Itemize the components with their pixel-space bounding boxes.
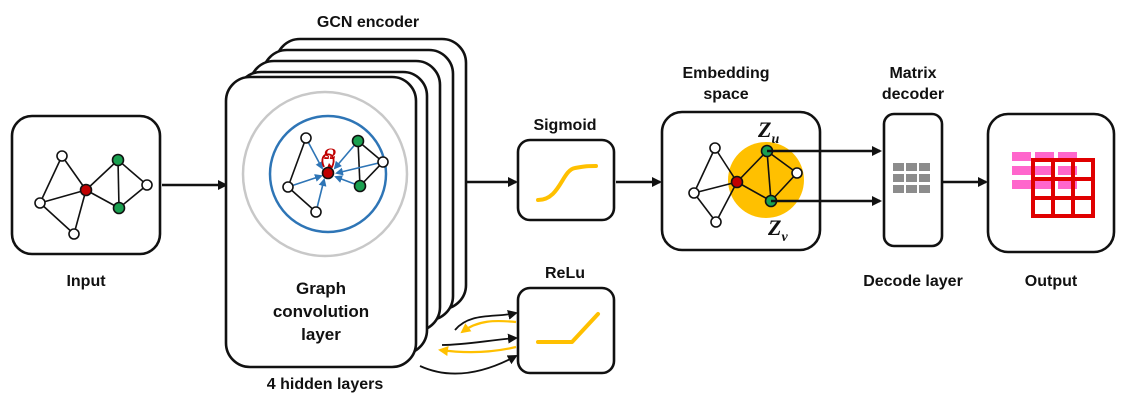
relu-feedback-arrows [419, 309, 518, 375]
matrix-label-2: decoder [882, 86, 944, 103]
hidden-layers-label: 4 hidden layers [267, 376, 384, 393]
decoder-grid-icon [893, 163, 930, 193]
center-node [321, 166, 335, 180]
graph-conv-label-2: convolution [273, 302, 369, 321]
relu-curve-icon [536, 312, 600, 344]
zu-label: Zu [757, 117, 779, 147]
gcn-encoder-stack: Ω Graph convolution layer [224, 37, 468, 369]
decode-layer-label: Decode layer [863, 273, 963, 290]
convolution-circle [268, 114, 388, 234]
embedding-space-box [660, 110, 822, 252]
relu-box [516, 286, 616, 375]
input-graph [34, 150, 153, 240]
sigmoid-label: Sigmoid [533, 117, 596, 134]
output-label: Output [1025, 273, 1078, 290]
input-label: Input [66, 273, 106, 290]
outer-receptive-ring [241, 90, 409, 258]
matrix-label-1: Matrix [889, 65, 936, 82]
neighbor-node [353, 179, 367, 193]
center-node [79, 183, 93, 197]
neighbor-node [112, 201, 126, 215]
sigmoid-curve-icon [536, 164, 598, 202]
conv-graph [282, 132, 389, 218]
embedding-label-2: space [703, 86, 748, 103]
center-node [730, 175, 744, 189]
embedding-blob [728, 142, 804, 218]
graph-conv-label-3: layer [301, 325, 341, 344]
gcn-encoder-label: GCN encoder [317, 14, 419, 31]
omega-label: Ω [324, 146, 336, 163]
neighbor-node [351, 134, 365, 148]
zv-label: Zv [767, 215, 788, 245]
input-box [10, 114, 162, 256]
graph-conv-label-1: Graph [296, 279, 346, 298]
sigmoid-box [516, 138, 616, 222]
relu-label: ReLu [545, 265, 585, 282]
embedding-label-1: Embedding [682, 65, 769, 82]
self-loop-icon [321, 153, 335, 168]
neighbor-node [111, 153, 125, 167]
output-matrix-icon [1012, 152, 1095, 218]
